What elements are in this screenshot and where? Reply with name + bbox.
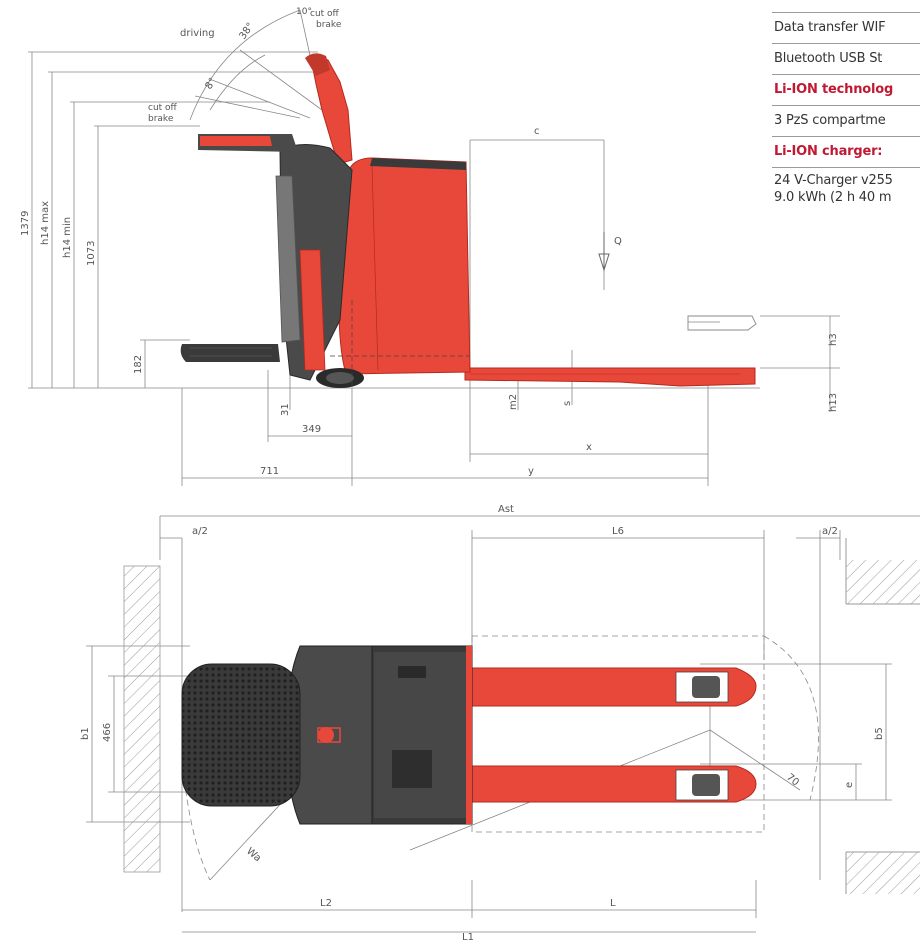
label-l6: L6 [612, 526, 624, 537]
spec-row-text-2: 9.0 kWh (2 h 40 m [774, 190, 892, 205]
label-b5: b5 [874, 727, 885, 740]
label-ast: Ast [498, 504, 514, 515]
spec-row-text: Data transfer WIF [774, 20, 886, 35]
spec-row-charger-details: 24 V-Charger v255 9.0 kWh (2 h 40 m [772, 167, 920, 211]
label-angle-38: 38° [237, 21, 256, 42]
spec-row-compartment: 3 PzS compartme [772, 105, 920, 136]
label-dim-1073: 1073 [86, 241, 97, 266]
label-dim-h14min: h14 min [62, 217, 73, 258]
load-arrow [598, 232, 610, 272]
label-load-q: Q [614, 236, 622, 247]
label-l: L [610, 898, 616, 909]
label-dim-182: 182 [133, 355, 144, 374]
label-dim-1379: 1379 [20, 211, 31, 236]
label-cut-off-top-1: cut off [310, 9, 340, 19]
label-dim-c: c [534, 126, 540, 137]
label-cut-off-mid-1: cut off [148, 103, 178, 113]
label-dim-x: x [586, 442, 592, 453]
label-dim-h14max: h14 max [40, 201, 51, 245]
label-dim-h13: h13 [828, 393, 839, 412]
spec-row-data-transfer: Data transfer WIF [772, 12, 920, 43]
label-dim-y: y [528, 466, 534, 477]
label-b1: b1 [80, 727, 91, 740]
label-driving: driving [180, 28, 215, 39]
spec-row-text: 3 PzS compartme [774, 113, 886, 128]
label-angle-10: 10° [296, 7, 312, 17]
label-l1: L1 [462, 932, 474, 942]
label-a2-right: a/2 [822, 526, 838, 537]
label-dim-711: 711 [260, 466, 279, 477]
label-r: 70 [784, 772, 801, 789]
walls [123, 538, 920, 894]
spec-row-text: 24 V-Charger v255 [774, 173, 893, 188]
truck-top [181, 645, 757, 825]
truck-side [180, 53, 757, 388]
label-dim-s: s [562, 401, 573, 406]
label-angle-8: 8° [203, 76, 219, 92]
label-dim-h3: h3 [828, 333, 839, 346]
label-dim-349: 349 [302, 424, 321, 435]
label-wa: Wa [244, 846, 263, 864]
spec-row-text: Bluetooth USB St [774, 51, 883, 66]
label-a2-left: a/2 [192, 526, 208, 537]
spec-row-li-ion-charger: Li-ION charger: [772, 136, 920, 167]
spec-row-heading: Li-ION technolog [774, 82, 894, 97]
spec-table: Data transfer WIF Bluetooth USB St Li-IO… [772, 12, 920, 211]
spec-row-li-ion-technology: Li-ION technolog [772, 74, 920, 105]
label-dim-m2: m2 [508, 394, 519, 410]
label-cut-off-mid-2: brake [148, 114, 174, 124]
top-view-labels: Ast a/2 a/2 L6 b1 466 b5 e Wa 70 L2 L L1 [80, 504, 885, 942]
label-dim-31: 31 [280, 403, 291, 416]
label-cut-off-top-2: brake [316, 20, 342, 30]
spec-row-bluetooth: Bluetooth USB St [772, 43, 920, 74]
label-e: e [844, 782, 855, 788]
label-l2: L2 [320, 898, 332, 909]
spec-row-heading: Li-ION charger: [774, 144, 883, 159]
label-dim-466: 466 [102, 723, 113, 742]
